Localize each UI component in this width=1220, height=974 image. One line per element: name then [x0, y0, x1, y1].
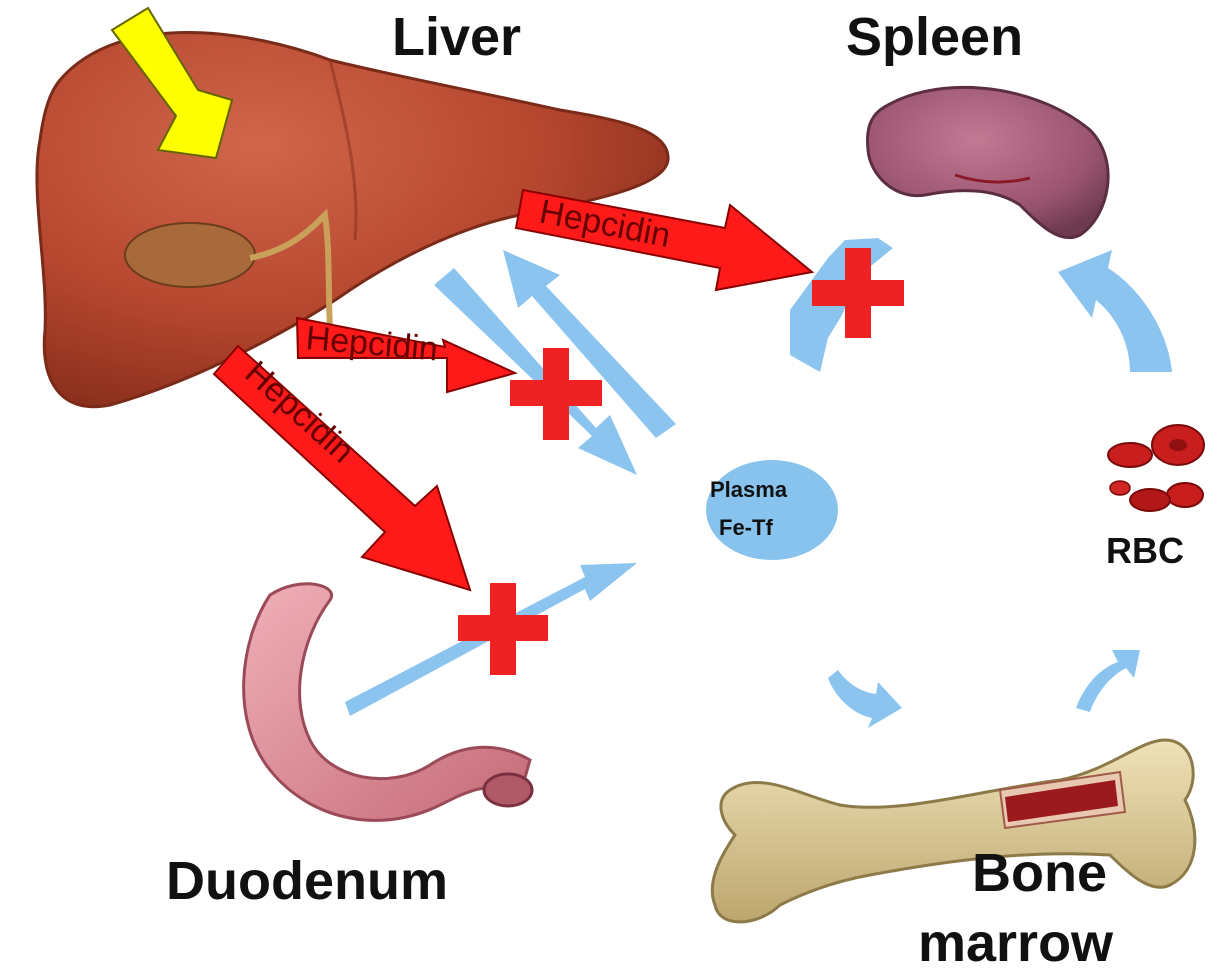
bone-organ — [712, 740, 1195, 922]
rbc-label: RBC — [1106, 530, 1184, 572]
flow-arrow-plasma-to-marrow — [828, 670, 902, 728]
bone-marrow-label-line1: Bone — [972, 842, 1107, 904]
spleen-organ — [868, 87, 1109, 237]
flow-arrow-rbc-to-spleen — [1058, 250, 1172, 372]
hepcidin-label: Hepcidin — [304, 319, 439, 368]
hepcidin-arrow-to-spleen: Hepcidin — [516, 190, 812, 290]
spleen-label: Spleen — [846, 6, 1023, 68]
flow-arrow-marrow-to-rbc — [1076, 650, 1140, 712]
bone-marrow-label-line2: marrow — [918, 912, 1113, 974]
flow-arrow-plasma-to-liver — [503, 250, 676, 438]
block-cross-duodenum — [458, 583, 548, 675]
plasma-label-line2: Fe-Tf — [719, 515, 773, 541]
red-blood-cells — [1108, 425, 1204, 511]
duodenum-label: Duodenum — [166, 850, 448, 912]
plasma-fe-tf-node — [706, 460, 838, 560]
hepcidin-arrow-to-duodenum: Hepcidin — [214, 346, 470, 590]
plasma-label-line1: Plasma — [710, 477, 787, 503]
liver-label: Liver — [392, 6, 521, 68]
